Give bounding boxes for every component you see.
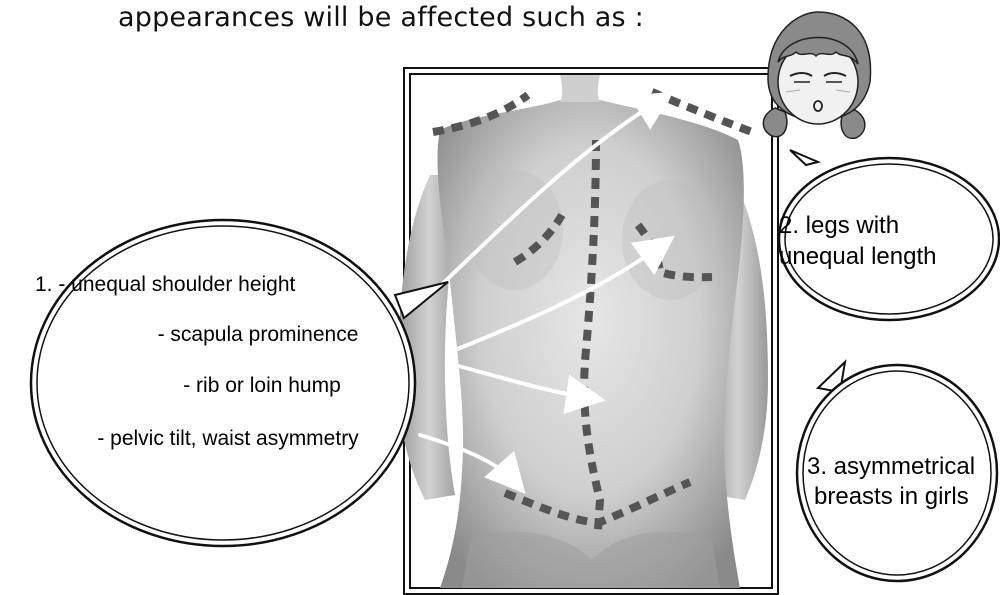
worried-girl-face-icon [763,12,870,138]
callout-1-line-3: - rib or loin hump [183,374,341,397]
callout-1-line-1: 1. - unequal shoulder height [35,273,296,296]
torso [437,100,743,588]
callout-2: 2. legs with unequal length [779,150,999,320]
callout-3: 3. asymmetrical breasts in girls [797,362,997,581]
callout-1-line-2: - scapula prominence [158,323,359,346]
callout-2-tail [790,150,818,165]
callout-1: 1. - unequal shoulder height - scapula p… [31,220,448,546]
callout-2-line-2: unequal length [779,243,936,270]
callout-1-line-4: - pelvic tilt, waist asymmetry [97,427,359,450]
callout-3-line-1: 3. asymmetrical [807,453,975,480]
callout-3-line-2: breasts in girls [814,483,969,510]
callout-2-line-1: 2. legs with [779,212,899,239]
